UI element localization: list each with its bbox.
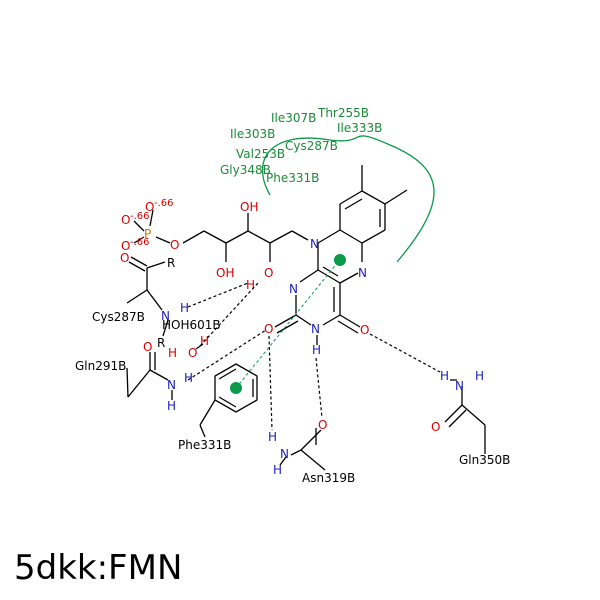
residue-gln350: Gln350B [459,453,510,467]
pi-centroid-ligand [334,254,346,266]
residue-cys287: Cys287B [92,310,145,324]
residue-ile333: Ile333B [337,121,382,135]
residue-gln291: Gln291B [75,359,126,373]
pi-centroid-phe331 [230,382,242,394]
charge-op3: -.66 [130,237,150,248]
atom-n10: N [310,237,319,251]
atom-o-asn319: O [318,418,327,432]
residue-phe331-hydrophobic: Phe331B [266,171,319,185]
charge-op2: -.66 [130,211,150,222]
atom-h3: H [312,343,321,357]
charge-op1: -.66 [154,198,174,209]
ligand-title: 5dkk:FMN [14,548,183,588]
hbond-hoh-oh [199,282,259,347]
atom-h-water-2: H [168,346,177,360]
ribityl-chain [182,213,309,262]
atom-n1: N [289,282,298,296]
atom-op3: O [121,239,130,253]
atom-r-cys-2: R [157,336,165,350]
atom-oh-4: OH [216,266,234,280]
atom-o4: O [360,323,369,337]
atom-o-cys: O [120,251,129,265]
benzene-ring-dimethyl [317,165,408,244]
central-ring [317,243,363,284]
atom-r-cys-1: R [167,256,175,270]
atom-n-cys: N [161,309,170,323]
hydrophobic-arc [261,135,435,263]
hbond-o2-asn319 [268,335,273,431]
gln291-fragment [126,352,173,400]
atom-o-3: O [264,266,273,280]
asn319-fragment [279,428,326,471]
residue-cys287-hydrophobic: Cys287B [285,139,338,153]
phosphate-group [133,209,171,244]
residue-gly348: Gly348B [220,163,271,177]
residue-thr255: Thr255B [317,106,369,120]
atom-n3: N [311,322,320,336]
atom-h-gln291-b: H [167,399,176,413]
atom-n-asn319: N [280,447,289,461]
atom-n-gln350: N [455,379,464,393]
pyrimidine-ring [274,269,361,345]
hbond-h3-asn319 [315,357,323,419]
atom-oh-2: OH [240,200,258,214]
gln350-fragment [444,379,486,454]
atom-n-gln291: N [167,378,176,392]
atom-h-gln291-a: H [184,371,193,385]
residue-ile303: Ile303B [230,127,275,141]
atom-h-gln350-b: H [475,369,484,383]
hbond-o4-gln350 [369,333,441,373]
residue-phe331: Phe331B [178,438,231,452]
atom-h-asn319-a: H [268,430,277,444]
residue-ile307: Ile307B [271,111,316,125]
atom-h-cys: H [180,301,189,315]
atom-h-asn319-b: H [273,463,282,477]
atom-o-gln291: O [143,340,152,354]
atom-o2: O [264,322,273,336]
cys287-fragment [126,256,169,337]
atom-h-3: H [246,278,255,292]
residue-hoh601: HOH601B [162,318,221,332]
atom-o-gln350: O [431,420,440,434]
atom-op1: O [145,200,154,214]
phe331-ring [199,363,258,438]
atom-o-water: O [188,346,197,360]
residue-asn319: Asn319B [302,471,355,485]
atom-p: P [144,227,151,241]
residue-val253: Val253B [236,147,285,161]
atom-h-gln350-a: H [440,369,449,383]
atom-n5: N [358,266,367,280]
hbond-gln291-o2 [187,329,267,381]
atom-o5: O [170,238,179,252]
atom-op2: O [121,213,130,227]
